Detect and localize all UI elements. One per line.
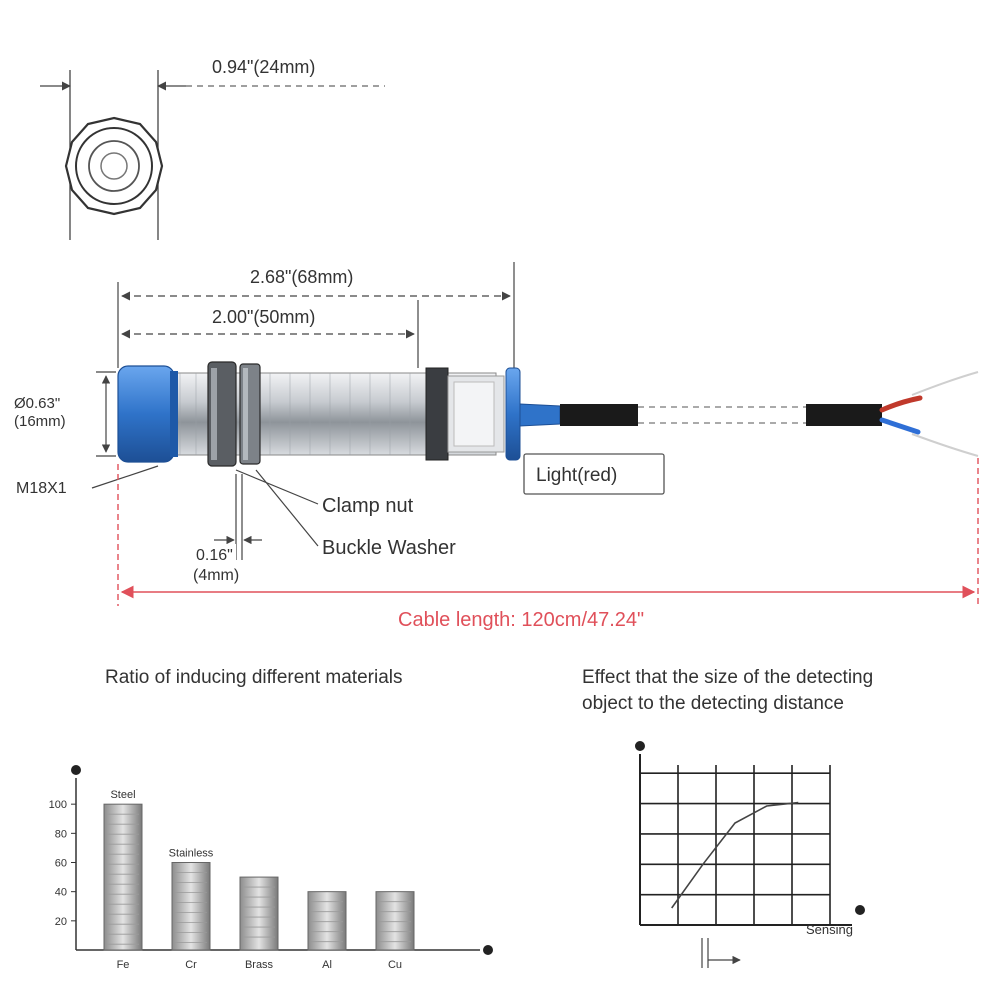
y-tick-label: 60 xyxy=(55,858,67,870)
thread-length-label: 2.00"(50mm) xyxy=(212,307,315,327)
rear-nut xyxy=(425,367,449,461)
line-chart: Sensing xyxy=(635,741,865,968)
bar-annotation: Stainless xyxy=(169,848,214,860)
nut-thickness-line2: (4mm) xyxy=(193,567,239,584)
hex-nut-outline xyxy=(64,116,164,216)
x-category-label: Al xyxy=(322,959,332,971)
diameter-label-line2: (16mm) xyxy=(14,413,66,430)
nut-thickness-line1: 0.16" xyxy=(196,547,233,564)
detect-distance-series xyxy=(671,801,799,909)
nut-outer-ring xyxy=(75,127,153,205)
sensor-dimensions: 2.68"(68mm) 2.00"(50mm) Ø0.63" (16mm) M1… xyxy=(14,262,515,497)
end-view: 0.94"(24mm) xyxy=(40,57,385,240)
y-tick-label: 80 xyxy=(55,828,67,840)
end-view-width-label: 0.94"(24mm) xyxy=(212,57,315,77)
line-x-axis-dot xyxy=(855,905,865,915)
y-tick-label: 100 xyxy=(49,799,67,811)
nut-inner-ring xyxy=(88,140,140,192)
x-category-label: Cu xyxy=(388,959,402,971)
y-tick-label: 40 xyxy=(55,887,67,899)
nut-core-ring xyxy=(100,152,128,180)
clamp-nut-label: Clamp nut xyxy=(322,495,414,517)
light-callout-box xyxy=(523,453,665,495)
bar-cr xyxy=(171,862,211,951)
bar-annotation: Steel xyxy=(110,789,135,801)
washer-label: Buckle Washer xyxy=(322,537,456,559)
cable-length-label: Cable length: 120cm/47.24" xyxy=(398,609,644,631)
y-tick-label: 20 xyxy=(55,916,67,928)
x-category-label: Cr xyxy=(185,959,197,971)
sensor-body xyxy=(117,361,521,467)
light-label: Light(red) xyxy=(536,465,617,486)
rear-cap xyxy=(505,367,521,461)
cable-length-dimension: Cable length: 120cm/47.24" xyxy=(117,458,979,631)
blue-wire xyxy=(879,417,921,435)
thread-label: M18X1 xyxy=(16,480,67,497)
callouts: Light(red) Clamp nut Buckle Washer 0.16"… xyxy=(190,453,665,584)
diameter-label-line1: Ø0.63" xyxy=(14,395,60,412)
bar-al xyxy=(307,891,347,951)
left-chart-title: Ratio of inducing different materials xyxy=(105,667,403,688)
bar-cu xyxy=(375,891,415,951)
bar-fe xyxy=(103,803,143,951)
right-chart-title-line1: Effect that the size of the detecting xyxy=(582,667,874,688)
right-chart-title-line2: object to the detecting distance xyxy=(582,693,844,714)
x-category-label: Brass xyxy=(245,959,274,971)
brown-wire xyxy=(879,395,923,413)
y-axis-arrow-dot xyxy=(71,765,81,775)
x-category-label: Fe xyxy=(117,959,130,971)
x-axis-arrow-dot xyxy=(483,945,493,955)
bar-brass xyxy=(239,876,279,951)
cable xyxy=(519,371,979,457)
total-length-label: 2.68"(68mm) xyxy=(250,267,353,287)
sensing-face-cap xyxy=(117,365,175,463)
line-y-axis-dot xyxy=(635,741,645,751)
line-x-label: Sensing xyxy=(806,922,853,937)
